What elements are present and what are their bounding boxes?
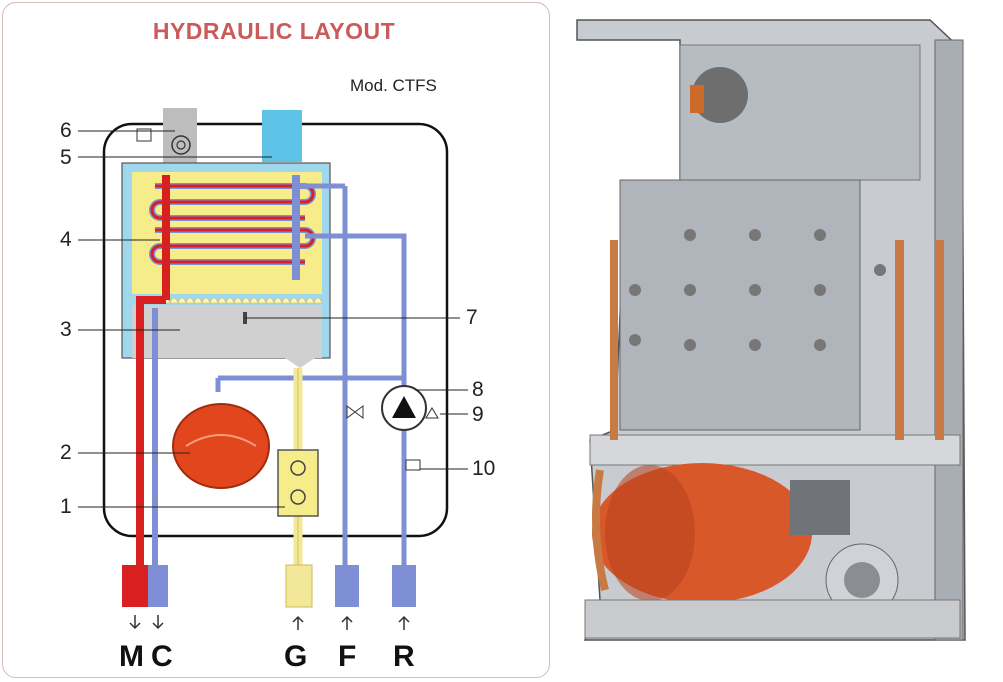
flue-outlet <box>262 110 302 162</box>
connection-R <box>392 565 416 607</box>
gas-valve <box>277 449 319 517</box>
callout-10: 10 <box>472 457 496 480</box>
connection-G <box>285 564 313 608</box>
callout-2: 2 <box>60 441 72 464</box>
heat-exchanger-coils <box>149 183 316 265</box>
burner-chamber <box>132 305 322 358</box>
return-pipe <box>305 233 407 565</box>
callout-3: 3 <box>60 318 72 341</box>
label-R: R <box>393 640 415 673</box>
callout-7: 7 <box>466 306 478 329</box>
label-C: C <box>151 640 173 673</box>
flow-arrows <box>129 615 410 630</box>
callout-6: 6 <box>60 119 72 142</box>
fan-icon <box>171 135 191 155</box>
callout-9: 9 <box>472 403 484 426</box>
label-G: G <box>284 640 308 673</box>
burner-flames <box>137 297 323 305</box>
leader-lines <box>78 130 468 508</box>
callout-5: 5 <box>60 146 72 169</box>
connection-F <box>335 565 359 607</box>
safety-valve-icon <box>425 407 439 419</box>
hot-water-pipe <box>136 280 170 565</box>
flue-sensor-icon <box>136 128 152 142</box>
pressure-switch-icon <box>405 459 421 471</box>
filling-tap-icon <box>346 405 364 419</box>
callout-1: 1 <box>60 495 72 518</box>
boiler-photo <box>576 19 966 641</box>
label-M: M <box>119 640 144 673</box>
connection-C <box>148 565 168 607</box>
callout-4: 4 <box>60 228 72 251</box>
callout-8: 8 <box>472 378 484 401</box>
label-F: F <box>338 640 357 673</box>
expansion-vessel <box>172 403 270 489</box>
model-label: Mod. CTFS <box>350 76 437 95</box>
connection-M <box>122 565 148 607</box>
diagram-title: HYDRAULIC LAYOUT <box>152 18 396 44</box>
